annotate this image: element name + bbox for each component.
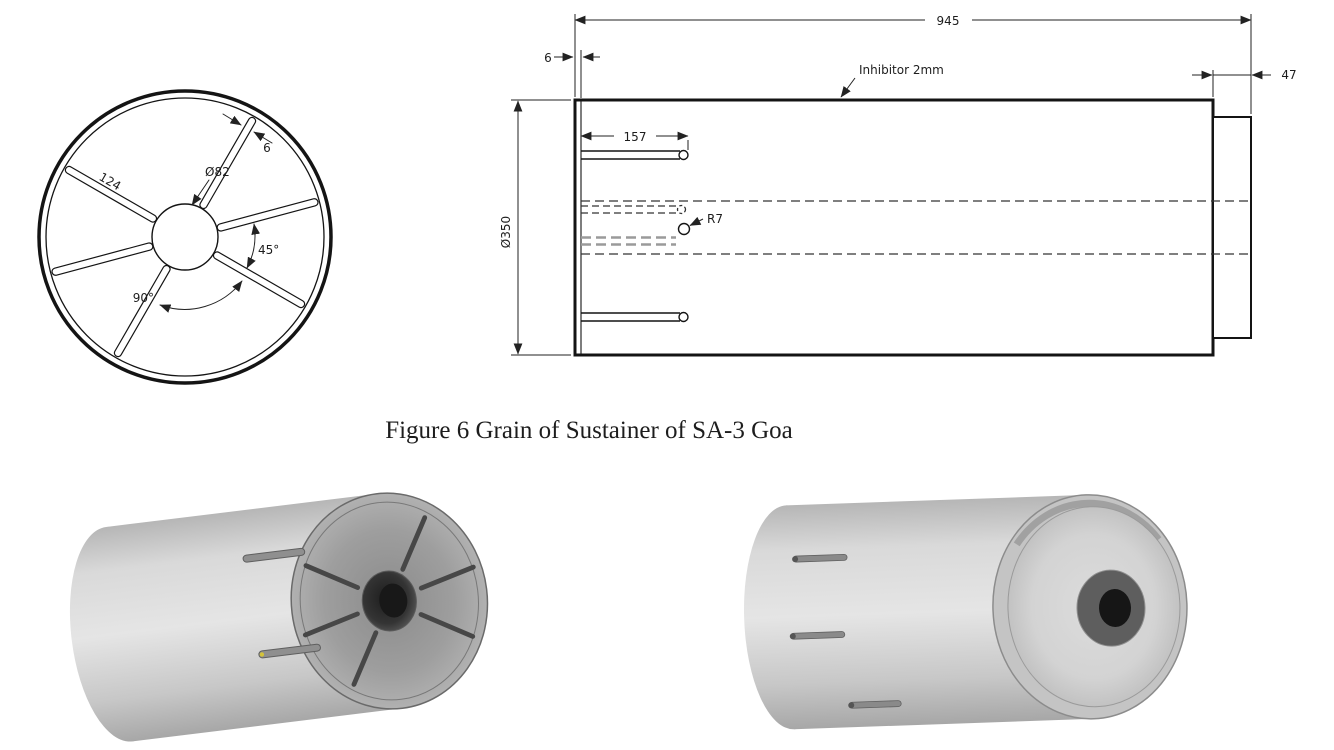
grain-face-inner-rim bbox=[299, 501, 479, 701]
pin bbox=[848, 700, 902, 709]
dim-angle-90: 90° bbox=[133, 291, 154, 305]
pin bbox=[258, 643, 321, 659]
figure-caption: Figure 6 Grain of Sustainer of SA-3 Goa bbox=[385, 417, 793, 444]
pin bbox=[242, 547, 306, 563]
dim-end-segment: 47 bbox=[1281, 68, 1296, 82]
angle-90-arc bbox=[159, 280, 243, 313]
dim-front-inset: 6 bbox=[544, 51, 552, 65]
rim-shading bbox=[1013, 499, 1162, 547]
pin-tip bbox=[848, 702, 855, 709]
face-slot bbox=[418, 564, 476, 591]
side-view-dimensions bbox=[511, 14, 1271, 356]
dim-overall-length: 945 bbox=[937, 14, 960, 28]
grain-slot bbox=[216, 198, 319, 232]
dim-slot-width: 6 bbox=[263, 141, 271, 155]
slot-top bbox=[581, 149, 689, 161]
dim-slot-depth: 157 bbox=[624, 130, 647, 144]
slot-tip-circle bbox=[677, 222, 691, 236]
slot-hidden-lower bbox=[581, 236, 676, 246]
face-slot bbox=[400, 515, 428, 572]
render-back-view bbox=[743, 494, 1188, 730]
center-bore bbox=[151, 203, 219, 271]
face-slot bbox=[418, 612, 476, 639]
slot-hidden-upper bbox=[581, 204, 687, 215]
grain-slot bbox=[199, 116, 257, 210]
bore-diameter-leader bbox=[191, 179, 210, 206]
grain-slot bbox=[212, 251, 306, 309]
grain-inner-wall bbox=[45, 97, 325, 377]
pin-tip bbox=[789, 633, 796, 640]
pin-glint bbox=[259, 652, 265, 657]
slot-width-arrow bbox=[222, 113, 242, 126]
r7-leader bbox=[689, 216, 704, 226]
inhibitor-label: Inhibitor 2mm bbox=[859, 63, 944, 77]
cross-section-dimensions bbox=[159, 113, 273, 313]
grain-body-outline bbox=[573, 98, 1215, 357]
center-hole-depth bbox=[379, 583, 408, 618]
slot-width-arrow bbox=[253, 131, 273, 144]
slot-bottom bbox=[581, 311, 689, 323]
dim-slot-tip-radius: R7 bbox=[707, 212, 723, 226]
grain-slot bbox=[64, 165, 158, 223]
dim-bore-diameter: Ø82 bbox=[205, 165, 230, 179]
grain-slot bbox=[113, 264, 171, 358]
cross-section-view: 124 Ø82 6 45° 90° bbox=[37, 89, 333, 385]
end-step bbox=[1212, 116, 1252, 339]
bore-hole bbox=[1098, 588, 1132, 627]
angle-45-arc bbox=[246, 223, 261, 269]
side-view: 945 6 47 157 Ø350 R7 Inhibitor 2mm bbox=[499, 14, 1297, 357]
dim-angle-45: 45° bbox=[258, 243, 279, 257]
pin-tip bbox=[792, 556, 799, 563]
render-front-view bbox=[69, 492, 489, 742]
face-slot bbox=[351, 630, 379, 687]
inhibitor-leader bbox=[840, 77, 856, 98]
grain-slot bbox=[51, 242, 154, 276]
face-slot bbox=[303, 563, 361, 590]
dim-outer-diameter: Ø350 bbox=[499, 216, 513, 248]
face-slot bbox=[302, 611, 360, 638]
